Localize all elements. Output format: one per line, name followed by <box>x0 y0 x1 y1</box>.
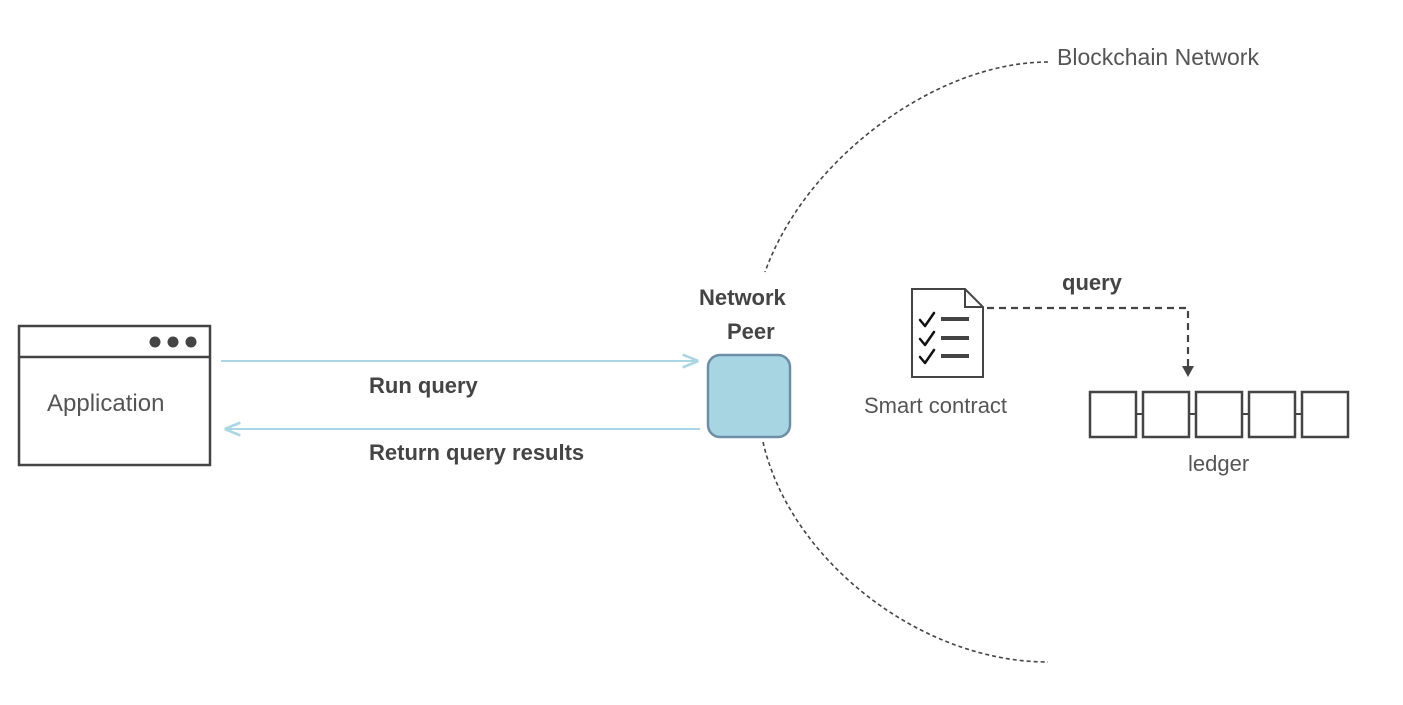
ledger-chain <box>1088 390 1350 439</box>
ledger-label: ledger <box>1188 451 1250 476</box>
query-dashed-arrow <box>987 306 1190 366</box>
network-peer-label-line1: Network <box>699 285 786 310</box>
network-peer-node[interactable] <box>706 353 792 439</box>
blockchain-network-label: Blockchain Network <box>1057 44 1259 70</box>
application-window-icon <box>17 324 212 467</box>
application-label: Application <box>47 390 165 417</box>
smart-contract-label: Smart contract <box>864 393 1008 418</box>
ledger-block <box>1141 390 1191 439</box>
run-query-label: Run query <box>369 373 478 398</box>
query-arrowhead <box>1182 366 1194 377</box>
network-boundary-arc-bottom <box>762 441 1049 663</box>
ledger-block <box>1194 390 1244 439</box>
ledger-block <box>1247 390 1297 439</box>
ledger-block <box>1300 390 1350 439</box>
network-boundary-arc-top <box>764 61 1049 273</box>
network-peer-label-line2: Peer <box>727 319 775 344</box>
query-label: query <box>1062 270 1122 295</box>
return-query-results-label: Return query results <box>369 440 585 465</box>
smart-contract-document-icon <box>911 288 984 378</box>
ledger-block <box>1088 390 1138 439</box>
